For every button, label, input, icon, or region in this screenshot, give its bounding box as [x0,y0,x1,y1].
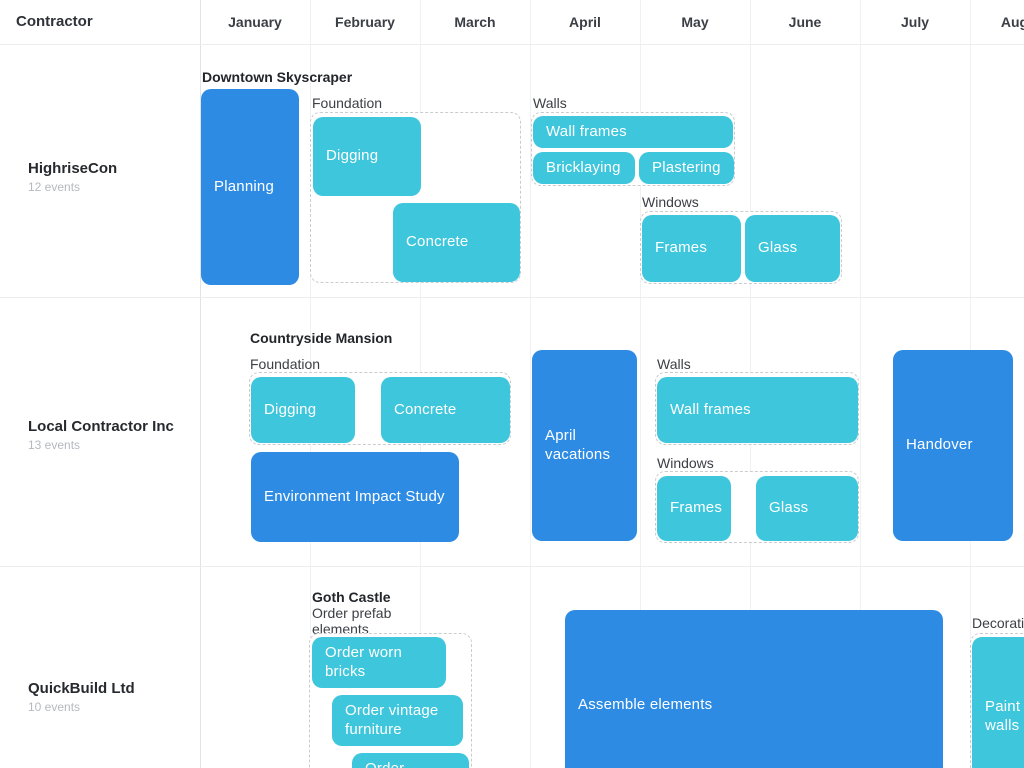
grid-line [640,0,641,768]
group-label-walls: Walls [657,356,691,372]
resource-highrisecon: HighriseCon 12 events [28,160,117,194]
month-header-april: April [569,14,601,30]
grid-line [530,0,531,768]
month-header-august: August [1000,14,1024,30]
resource-event-count: 10 events [28,700,81,714]
event-wall-frames[interactable]: Wall frames [533,116,733,148]
event-planning[interactable]: Planning [201,89,299,285]
event-april-vacations[interactable]: April vacations [532,350,637,541]
event-paint-walls[interactable]: Paint walls [972,637,1024,768]
group-label-decorations: Decorations [972,615,1024,631]
project-title-goth-castle: Goth Castle [312,589,391,605]
grid-line [860,0,861,768]
grid-line [200,0,201,768]
event-order-worn-bricks[interactable]: Order worn bricks [312,637,446,688]
group-label-windows: Windows [642,194,699,210]
event-assemble-elements[interactable]: Assemble elements [565,610,943,768]
group-label-windows: Windows [657,455,714,471]
resource-local-contractor-inc: Local Contractor Inc 13 events [28,418,174,452]
month-header-january: January [228,14,282,30]
month-header-february: February [335,14,395,30]
resource-event-count: 13 events [28,438,81,452]
event-handover[interactable]: Handover [893,350,1013,541]
month-header-march: March [454,14,496,30]
contractor-column-header: Contractor [16,13,93,30]
event-digging[interactable]: Digging [251,377,355,443]
event-order-gargoyles[interactable]: Order gargoyles [352,753,469,768]
header-divider [0,44,1024,45]
resource-name: HighriseCon [28,160,118,177]
event-glass[interactable]: Glass [745,215,840,282]
resource-event-count: 12 events [28,180,81,194]
event-plastering[interactable]: Plastering [639,152,734,184]
resource-quickbuild-ltd: QuickBuild Ltd 10 events [28,680,135,714]
row-divider [0,297,1024,298]
project-title-countryside-mansion: Countryside Mansion [250,330,393,346]
event-concrete[interactable]: Concrete [393,203,520,282]
event-frames[interactable]: Frames [642,215,741,282]
group-label-foundation: Foundation [250,356,321,372]
resource-name: Local Contractor Inc [28,418,174,435]
event-glass[interactable]: Glass [756,476,858,541]
month-header-june: June [788,14,822,30]
event-frames[interactable]: Frames [657,476,731,541]
group-label-walls: Walls [533,95,567,111]
event-bricklaying[interactable]: Bricklaying [533,152,635,184]
row-divider [0,566,1024,567]
event-wall-frames[interactable]: Wall frames [657,377,858,443]
project-title-downtown-skyscraper: Downtown Skyscraper [202,69,353,85]
group-label-foundation: Foundation [312,95,383,111]
event-concrete[interactable]: Concrete [381,377,510,443]
event-digging[interactable]: Digging [313,117,421,196]
month-header-july: July [900,14,929,30]
month-header-may: May [681,14,709,30]
resource-name: QuickBuild Ltd [28,680,135,697]
event-environment-impact-study[interactable]: Environment Impact Study [251,452,459,542]
event-order-vintage-furniture[interactable]: Order vintage furniture [332,695,463,746]
